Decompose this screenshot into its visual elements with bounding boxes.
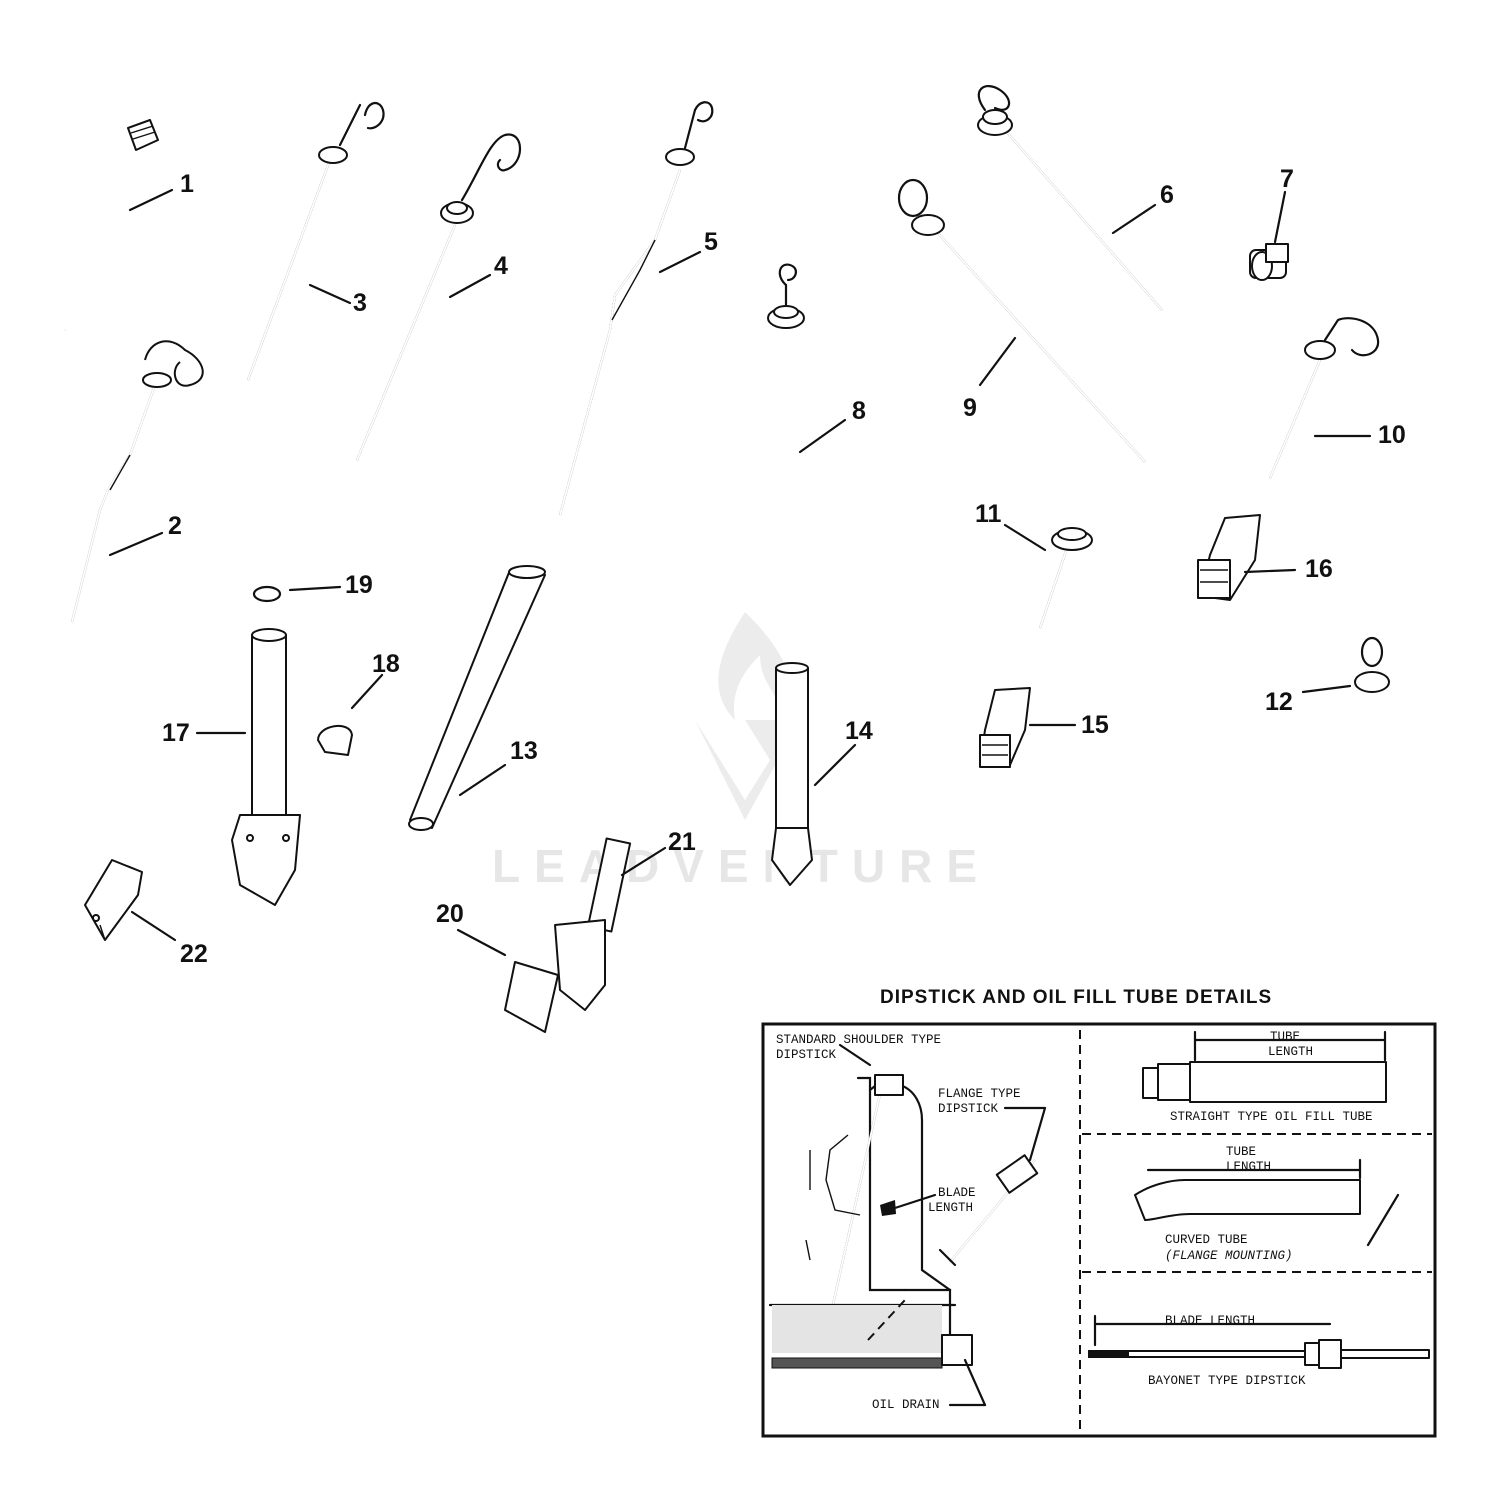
callout-20: 20 [436,900,464,928]
part-9-dipstick [897,178,1146,463]
part-8-dipstick [767,263,805,600]
label-flange-type-1: FLANGE TYPE [938,1087,1021,1101]
leader-lines [108,188,1372,957]
callout-numbers: 1 2 3 4 5 6 7 8 9 10 11 12 13 14 15 16 1… [162,165,1406,968]
label-tube-length-1a: TUBE [1270,1030,1300,1044]
label-flange-mounting: (FLANGE MOUNTING) [1165,1249,1293,1263]
part-22-bracket [84,859,143,941]
callout-8: 8 [852,397,866,425]
label-flange-type-2: DIPSTICK [938,1102,999,1116]
callout-18: 18 [372,650,400,678]
callout-13: 13 [510,737,538,765]
detail-panel: DIPSTICK AND OIL FILL TUBE DETAILS [761,987,1437,1438]
part-1-dipstick [63,119,159,331]
curved-tube-illustration [1134,1158,1400,1247]
part-18-clip [317,725,353,756]
part-2-dipstick [71,340,204,623]
part-19-o-ring [252,585,282,603]
part-20-gasket [504,961,559,1033]
label-tube-length-1b: LENGTH [1268,1045,1313,1059]
part-13-tube [408,565,546,831]
label-tube-length-2a: TUBE [1226,1145,1256,1159]
label-blade-length-2: LENGTH [928,1201,973,1215]
part-12-dipstick [1354,636,1390,850]
callout-15: 15 [1081,711,1109,739]
label-straight-tube: STRAIGHT TYPE OIL FILL TUBE [1170,1110,1373,1124]
part-5-dipstick [559,101,714,516]
callout-19: 19 [345,571,373,599]
callout-17: 17 [162,719,190,747]
detail-title: DIPSTICK AND OIL FILL TUBE DETAILS [880,987,1272,1008]
callout-7: 7 [1280,165,1294,193]
straight-tube-illustration [1142,1030,1387,1103]
callout-16: 16 [1305,555,1333,583]
callout-12: 12 [1265,688,1293,716]
part-11-dipstick [1039,527,1093,629]
bayonet-dipstick-illustration [1088,1314,1430,1369]
label-bayonet: BAYONET TYPE DIPSTICK [1148,1374,1306,1388]
part-17-fill-tube [231,628,301,906]
watermark: LEADVENTURE [492,612,991,892]
part-7-plug [1249,243,1289,281]
callout-3: 3 [353,289,367,317]
flange-dipstick-illustration [867,1106,1047,1407]
part-10-dipstick [1269,317,1380,479]
part-21-fill-tube [554,837,632,1011]
label-tube-length-2b: LENGTH [1226,1160,1271,1174]
engine-cross-section [768,1043,973,1369]
callout-2: 2 [168,512,182,540]
part-14-tube [771,662,813,886]
callout-4: 4 [494,252,508,280]
callout-1: 1 [180,170,194,198]
part-3-dipstick [247,102,385,381]
part-6-dipstick [977,85,1163,311]
detail-frame [761,1022,1437,1438]
callout-10: 10 [1378,421,1406,449]
callout-6: 6 [1160,181,1174,209]
callout-11: 11 [975,500,1002,528]
part-15-adapter [979,687,1031,768]
label-blade-length-1: BLADE [938,1186,976,1200]
label-oil-drain: OIL DRAIN [872,1398,940,1412]
part-4-dipstick [356,133,521,461]
callout-22: 22 [180,940,208,968]
part-16-adapter [1197,514,1261,601]
callout-21: 21 [668,828,696,856]
callout-9: 9 [963,394,977,422]
watermark-text: LEADVENTURE [492,840,991,892]
label-standard-shoulder-2: DIPSTICK [776,1048,837,1062]
callout-5: 5 [704,228,718,256]
label-curved-tube: CURVED TUBE [1165,1233,1248,1247]
label-blade-length-bottom: BLADE LENGTH [1165,1314,1255,1328]
callout-14: 14 [845,717,873,745]
label-standard-shoulder-1: STANDARD SHOULDER TYPE [776,1033,941,1047]
